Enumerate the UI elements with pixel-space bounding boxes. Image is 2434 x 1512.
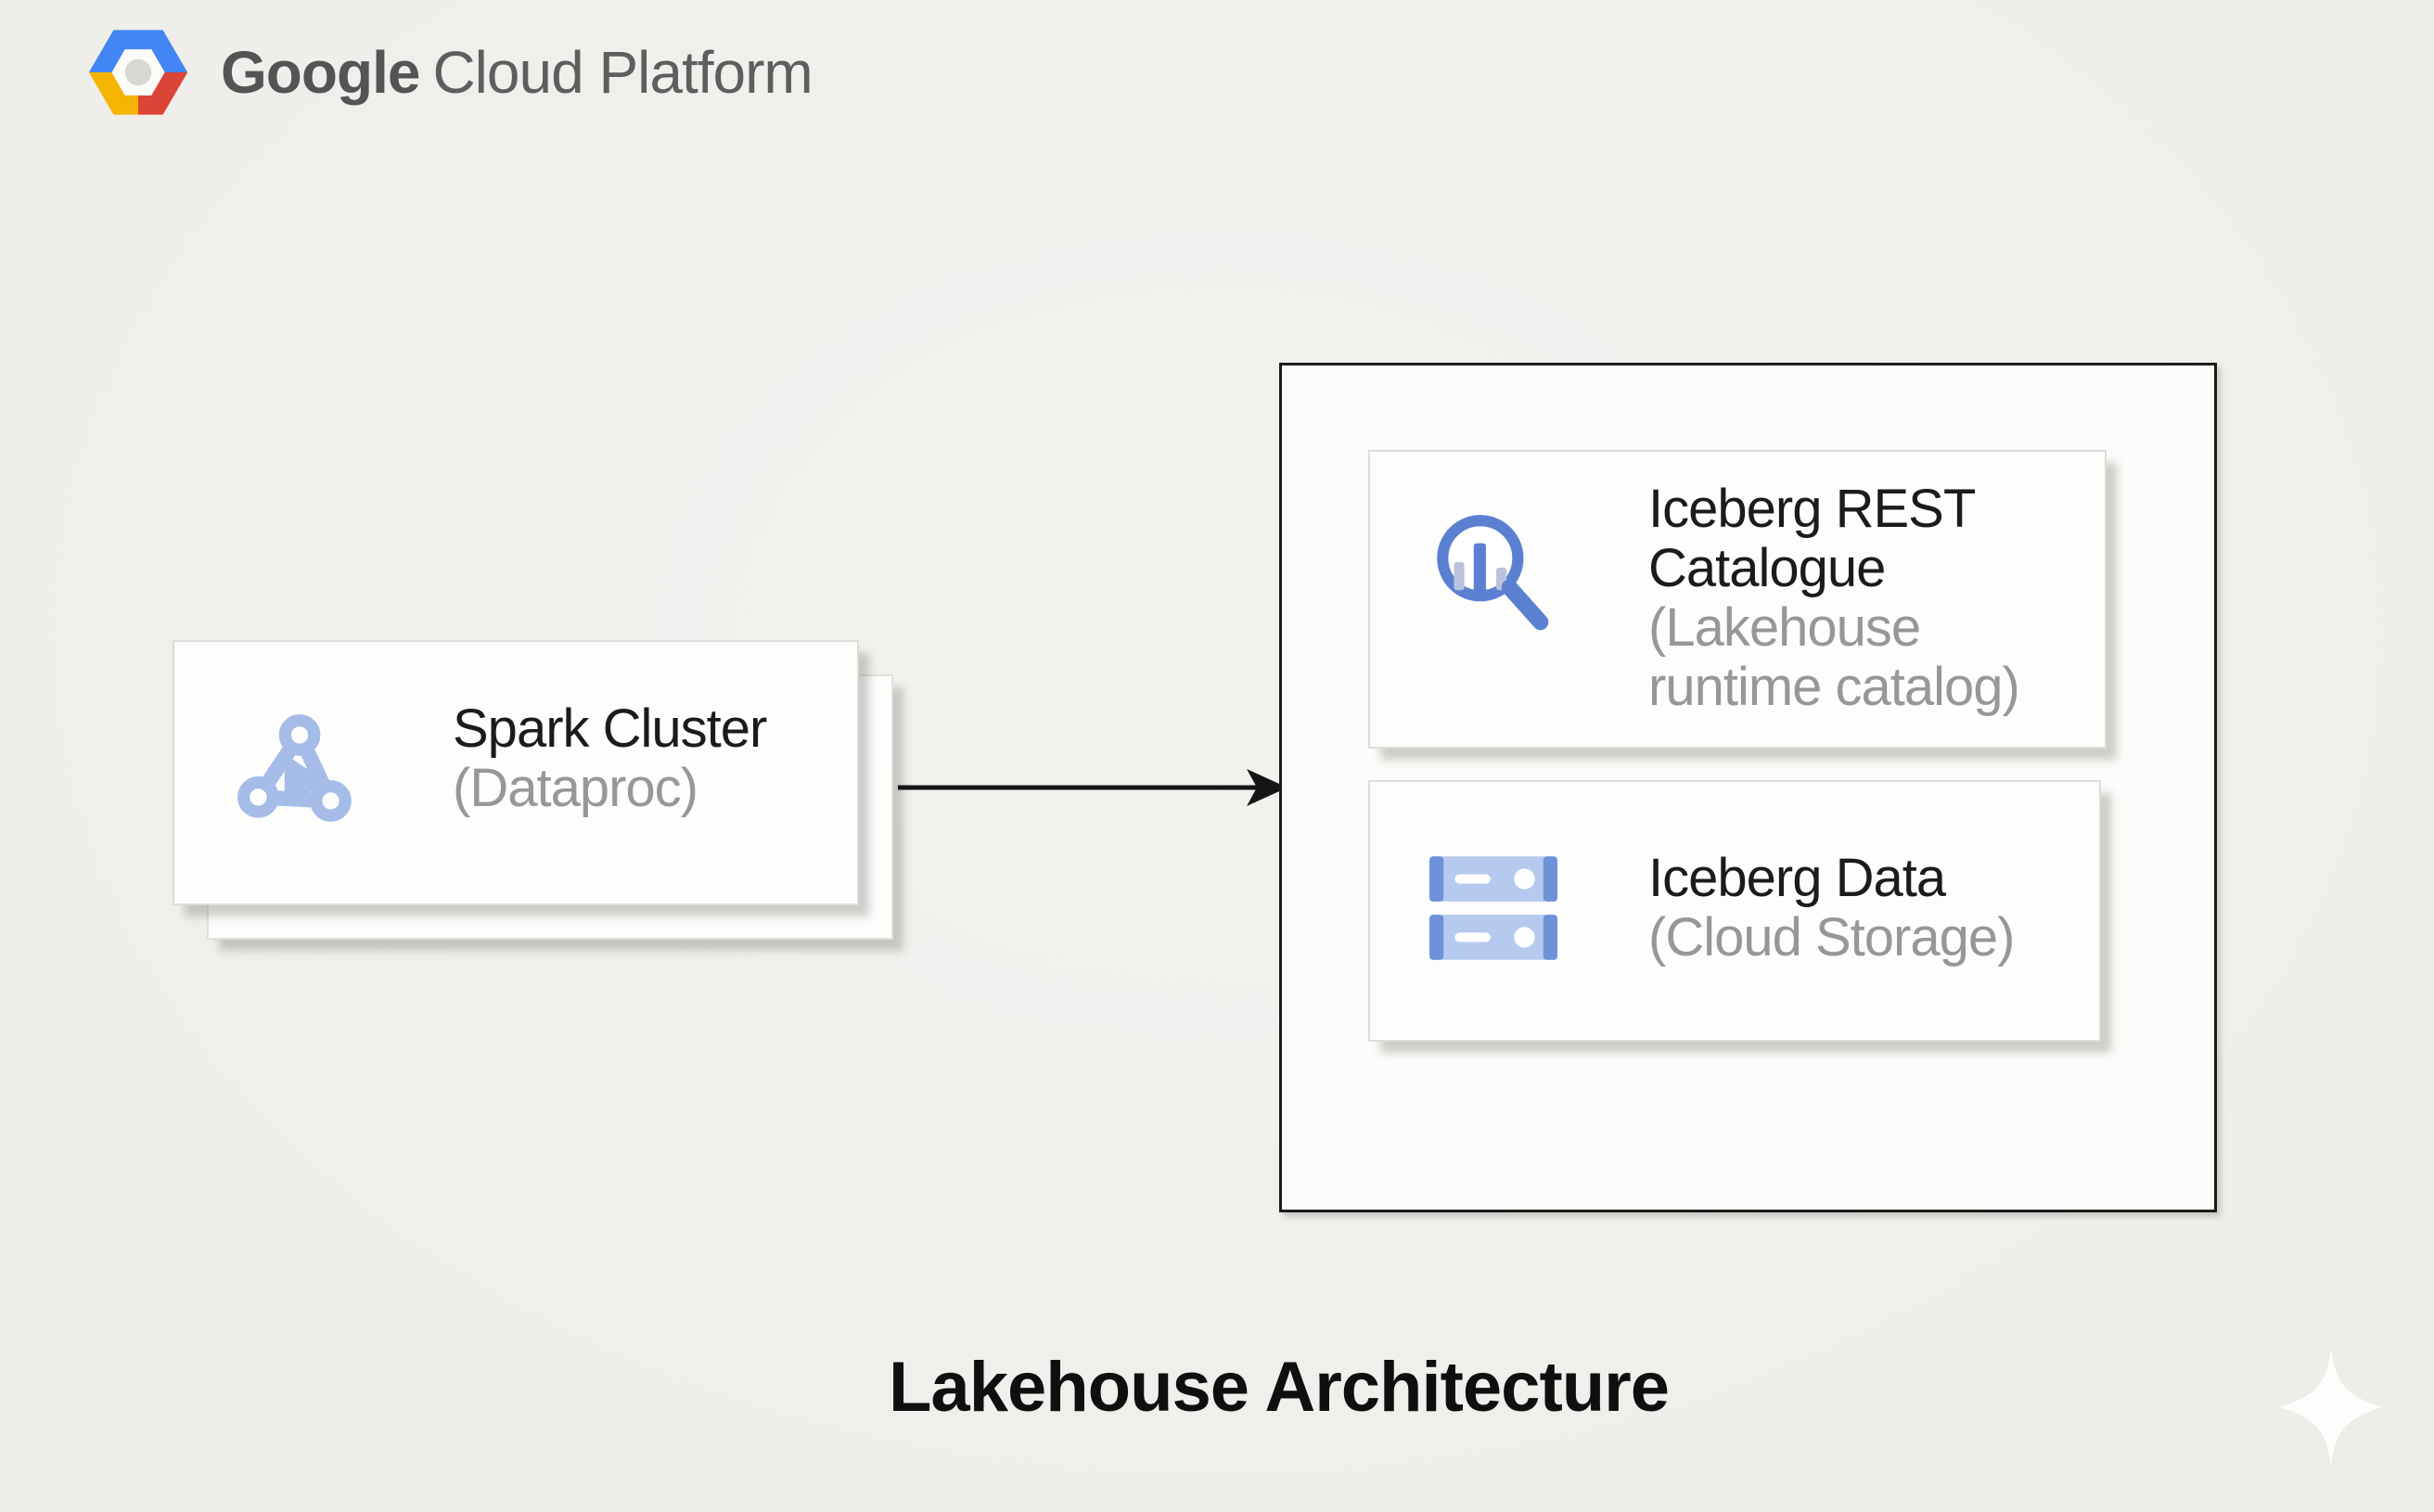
data-card-subtitle: (Cloud Storage) [1648, 907, 2015, 967]
iceberg-rest-catalogue-card: Iceberg REST Catalogue (Lakehouse runtim… [1368, 450, 2107, 749]
rest-card-title: Iceberg REST Catalogue [1648, 479, 1975, 598]
data-card-title: Iceberg Data [1648, 848, 1946, 908]
gcp-logo-google-text: Google [221, 39, 420, 106]
gcp-hexagon-icon [88, 30, 188, 115]
spark-card-subtitle: (Dataproc) [453, 758, 698, 818]
spark-card-title: Spark Cluster [453, 698, 767, 759]
sparkle-icon [2280, 1347, 2382, 1467]
iceberg-data-card: Iceberg Data (Cloud Storage) [1368, 780, 2101, 1042]
spark-cluster-card: Spark Cluster (Dataproc) [173, 640, 859, 905]
cloud-storage-icon [1429, 856, 1557, 960]
gcp-logo-product-text: Cloud Platform [432, 39, 813, 106]
dataproc-icon [237, 714, 352, 822]
catalog-search-icon [1437, 515, 1549, 631]
diagram-title: Lakehouse Architecture [889, 1348, 1670, 1427]
flow-arrow-icon [898, 769, 1287, 806]
rest-card-subtitle: (Lakehouse runtime catalog) [1648, 597, 2020, 717]
lakehouse-container: Iceberg REST Catalogue (Lakehouse runtim… [1279, 363, 2217, 1212]
